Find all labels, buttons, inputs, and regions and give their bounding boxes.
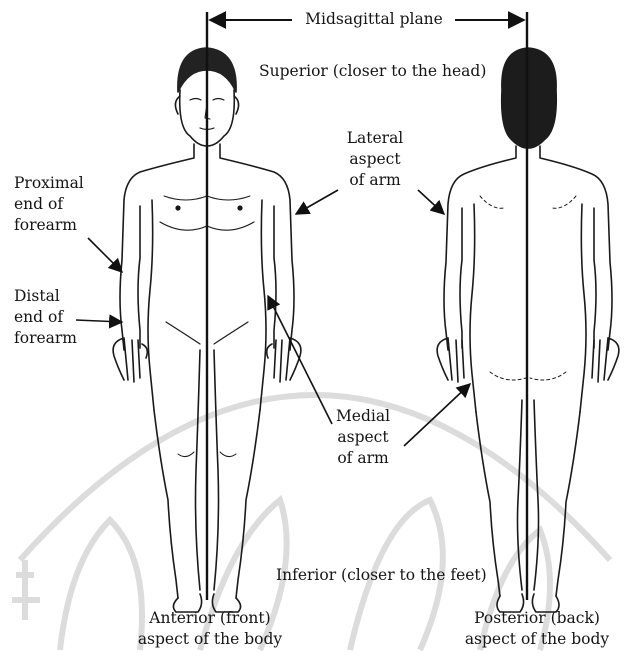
lateral-line-1: Lateral (330, 128, 420, 149)
pointer-arrows (76, 190, 470, 446)
medial-line-3: of arm (318, 448, 408, 469)
inferior-label: Inferior (closer to the feet) (276, 565, 487, 586)
anterior-line-2: aspect of the body (130, 629, 290, 650)
midsagittal-plane-label: Midsagittal plane (294, 9, 454, 30)
proximal-line-3: forearm (14, 215, 84, 236)
anterior-line-1: Anterior (front) (130, 608, 290, 629)
lateral-label: Lateral aspect of arm (330, 128, 420, 191)
proximal-arrow (88, 238, 122, 272)
proximal-label: Proximal end of forearm (14, 173, 84, 236)
medial-arrow-front (268, 296, 332, 424)
lateral-line-3: of arm (330, 170, 420, 191)
proximal-line-2: end of (14, 194, 84, 215)
anterior-label: Anterior (front) aspect of the body (130, 608, 290, 650)
distal-line-2: end of (14, 307, 77, 328)
distal-line-1: Distal (14, 286, 77, 307)
medial-line-2: aspect (318, 427, 408, 448)
lateral-line-2: aspect (330, 149, 420, 170)
distal-line-3: forearm (14, 328, 77, 349)
posterior-label: Posterior (back) aspect of the body (456, 608, 618, 650)
distal-arrow (76, 320, 122, 322)
posterior-line-1: Posterior (back) (456, 608, 618, 629)
lateral-arrow-back (418, 190, 444, 214)
superior-label: Superior (closer to the head) (259, 61, 486, 82)
medial-line-1: Medial (318, 406, 408, 427)
posterior-line-2: aspect of the body (456, 629, 618, 650)
lateral-arrow-front (296, 190, 338, 214)
proximal-line-1: Proximal (14, 173, 84, 194)
distal-label: Distal end of forearm (14, 286, 77, 349)
medial-label: Medial aspect of arm (318, 406, 408, 469)
